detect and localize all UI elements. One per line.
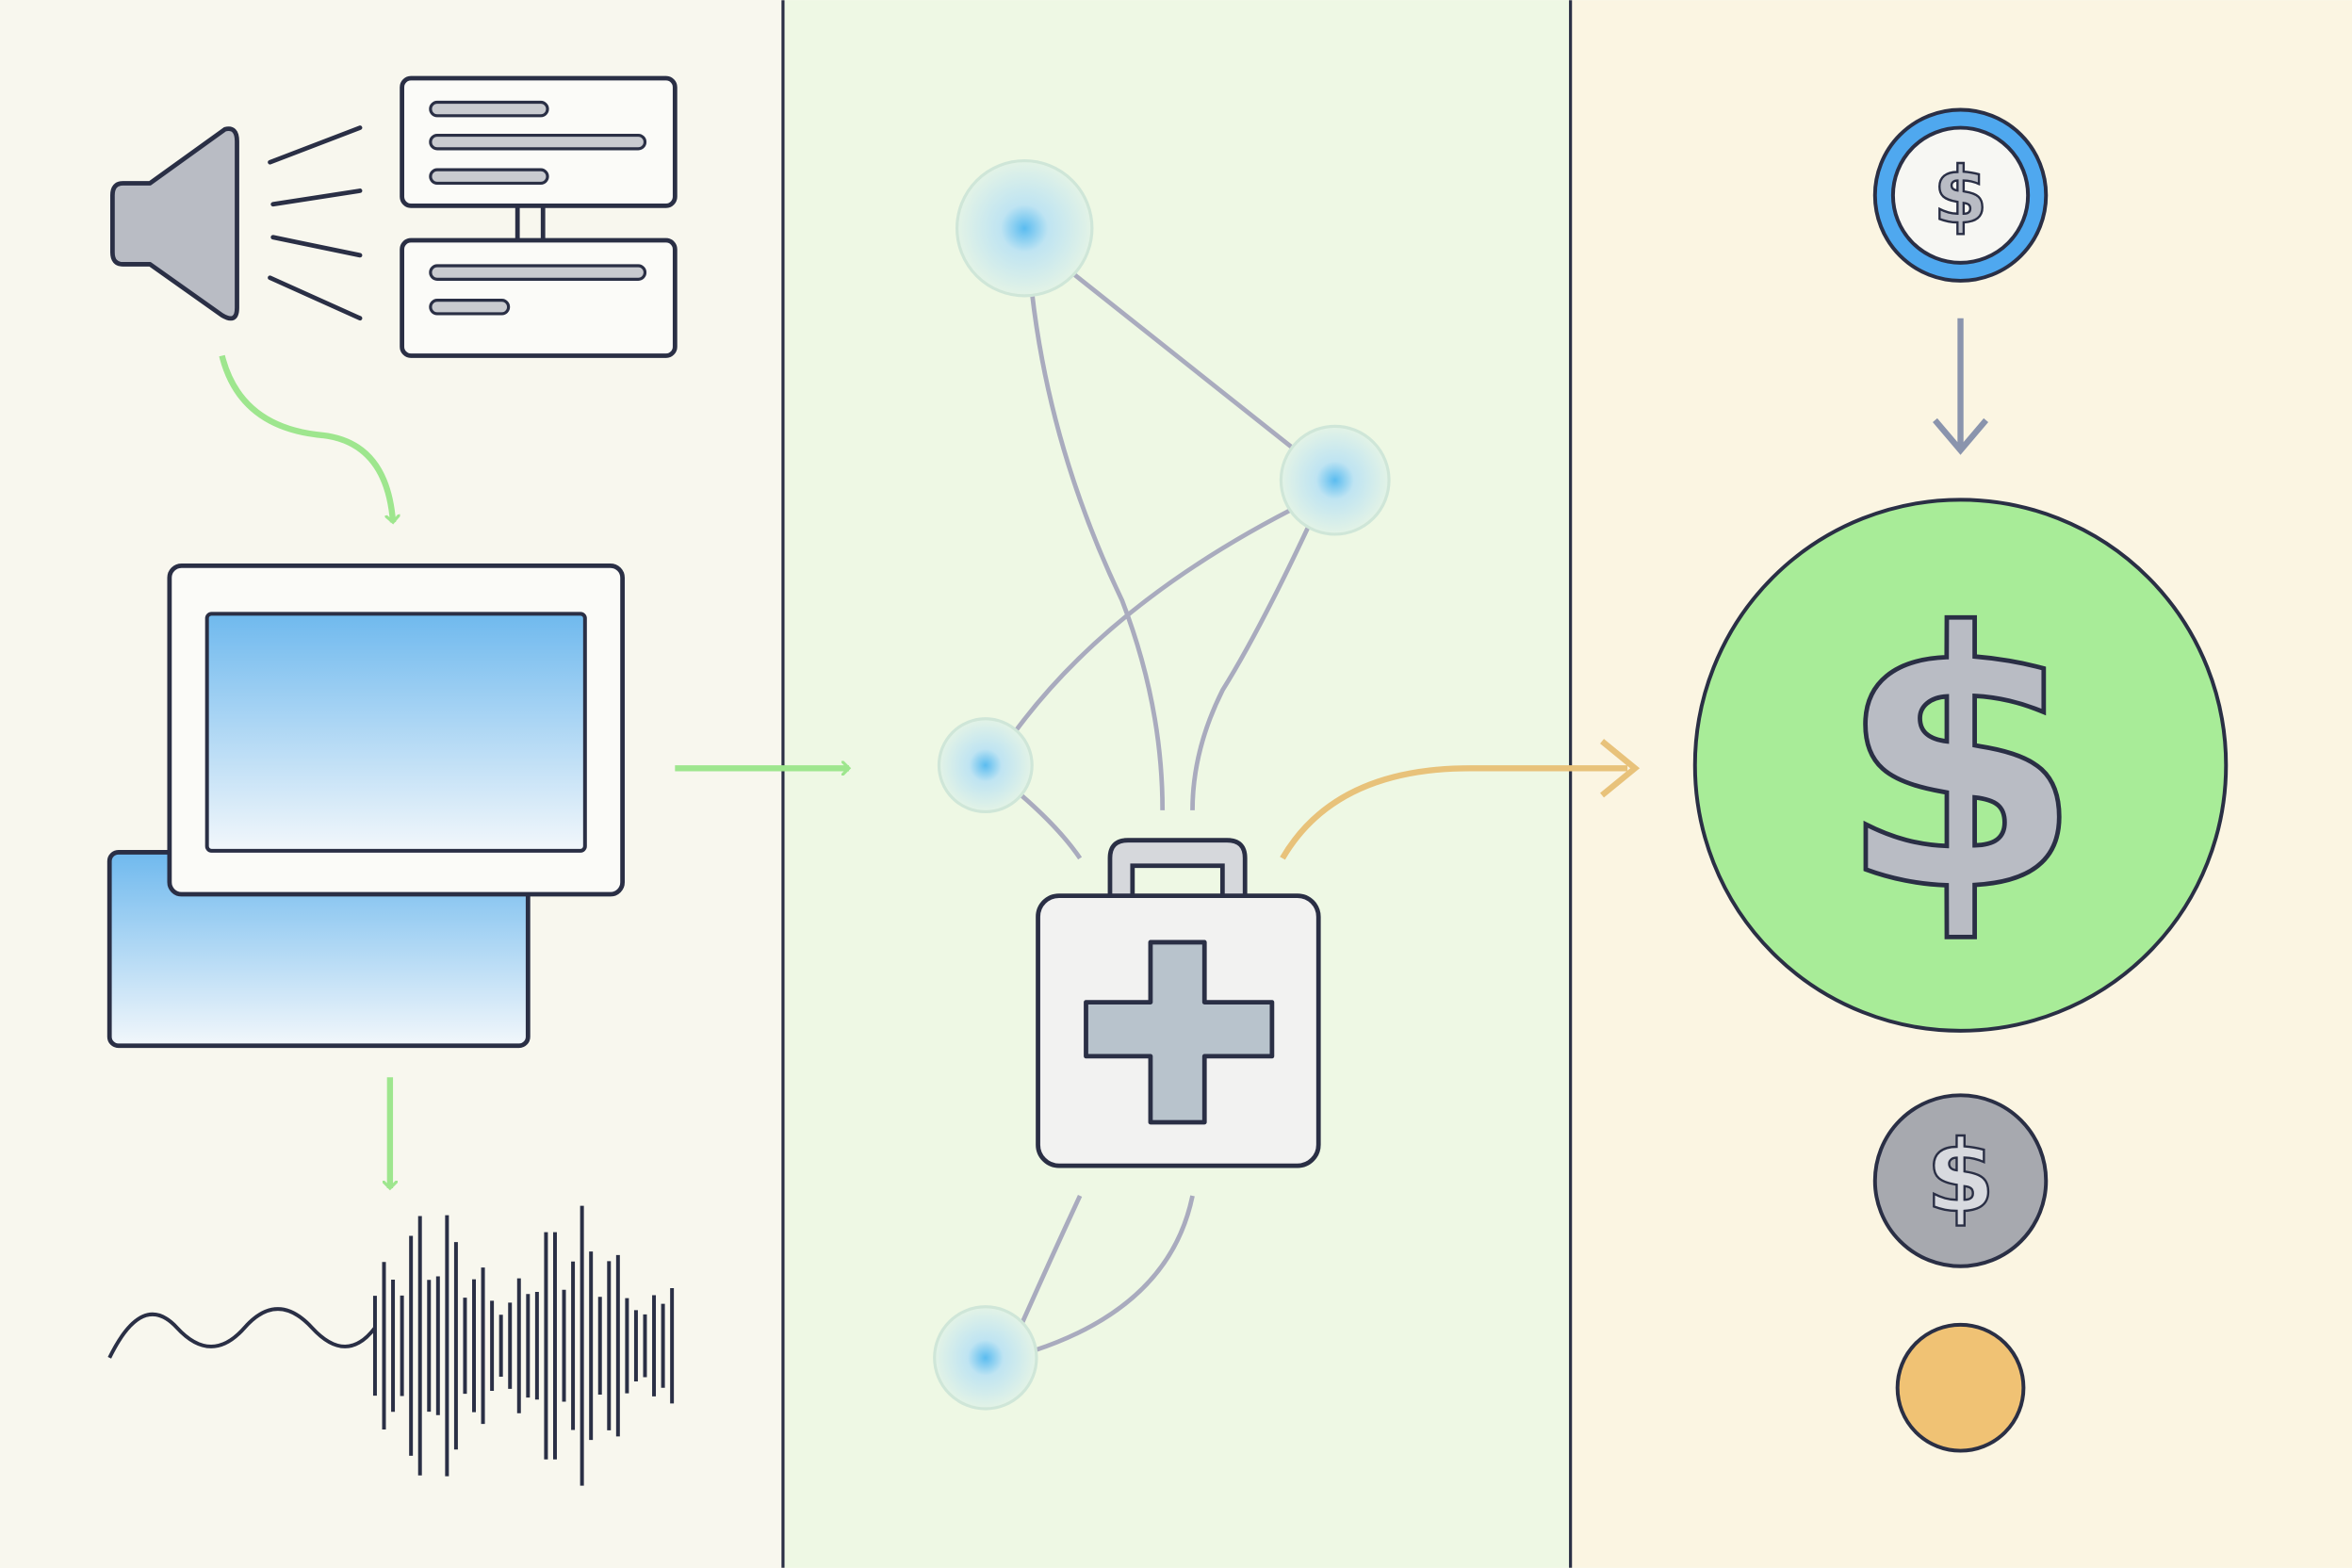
monitor-icon (106, 564, 625, 1049)
arrow-orange (1280, 765, 1628, 860)
dollar-glyph: $ (1926, 1119, 1995, 1234)
waveform-icon (107, 1205, 675, 1486)
speaker-icon (110, 125, 363, 321)
coin-orange (1895, 1322, 2026, 1453)
medical-kit-icon (1036, 838, 1321, 1168)
network-node-icon (933, 158, 1391, 1411)
network-edges (1010, 253, 1315, 1353)
dollar-coin-icon: $ (1872, 1093, 2049, 1268)
dollar-glyph: $ (1934, 150, 1988, 241)
arrow-green (219, 354, 393, 523)
dollar-coin-icon: $ (1692, 498, 2229, 1033)
arrow-gray (1933, 318, 1989, 455)
dollar-coin-icon: $ (1872, 107, 2049, 283)
arrow-orange-head (1600, 739, 1641, 798)
document-icon (400, 75, 678, 358)
dollar-glyph: $ (1838, 559, 2082, 969)
panel-middle (782, 0, 1571, 1568)
